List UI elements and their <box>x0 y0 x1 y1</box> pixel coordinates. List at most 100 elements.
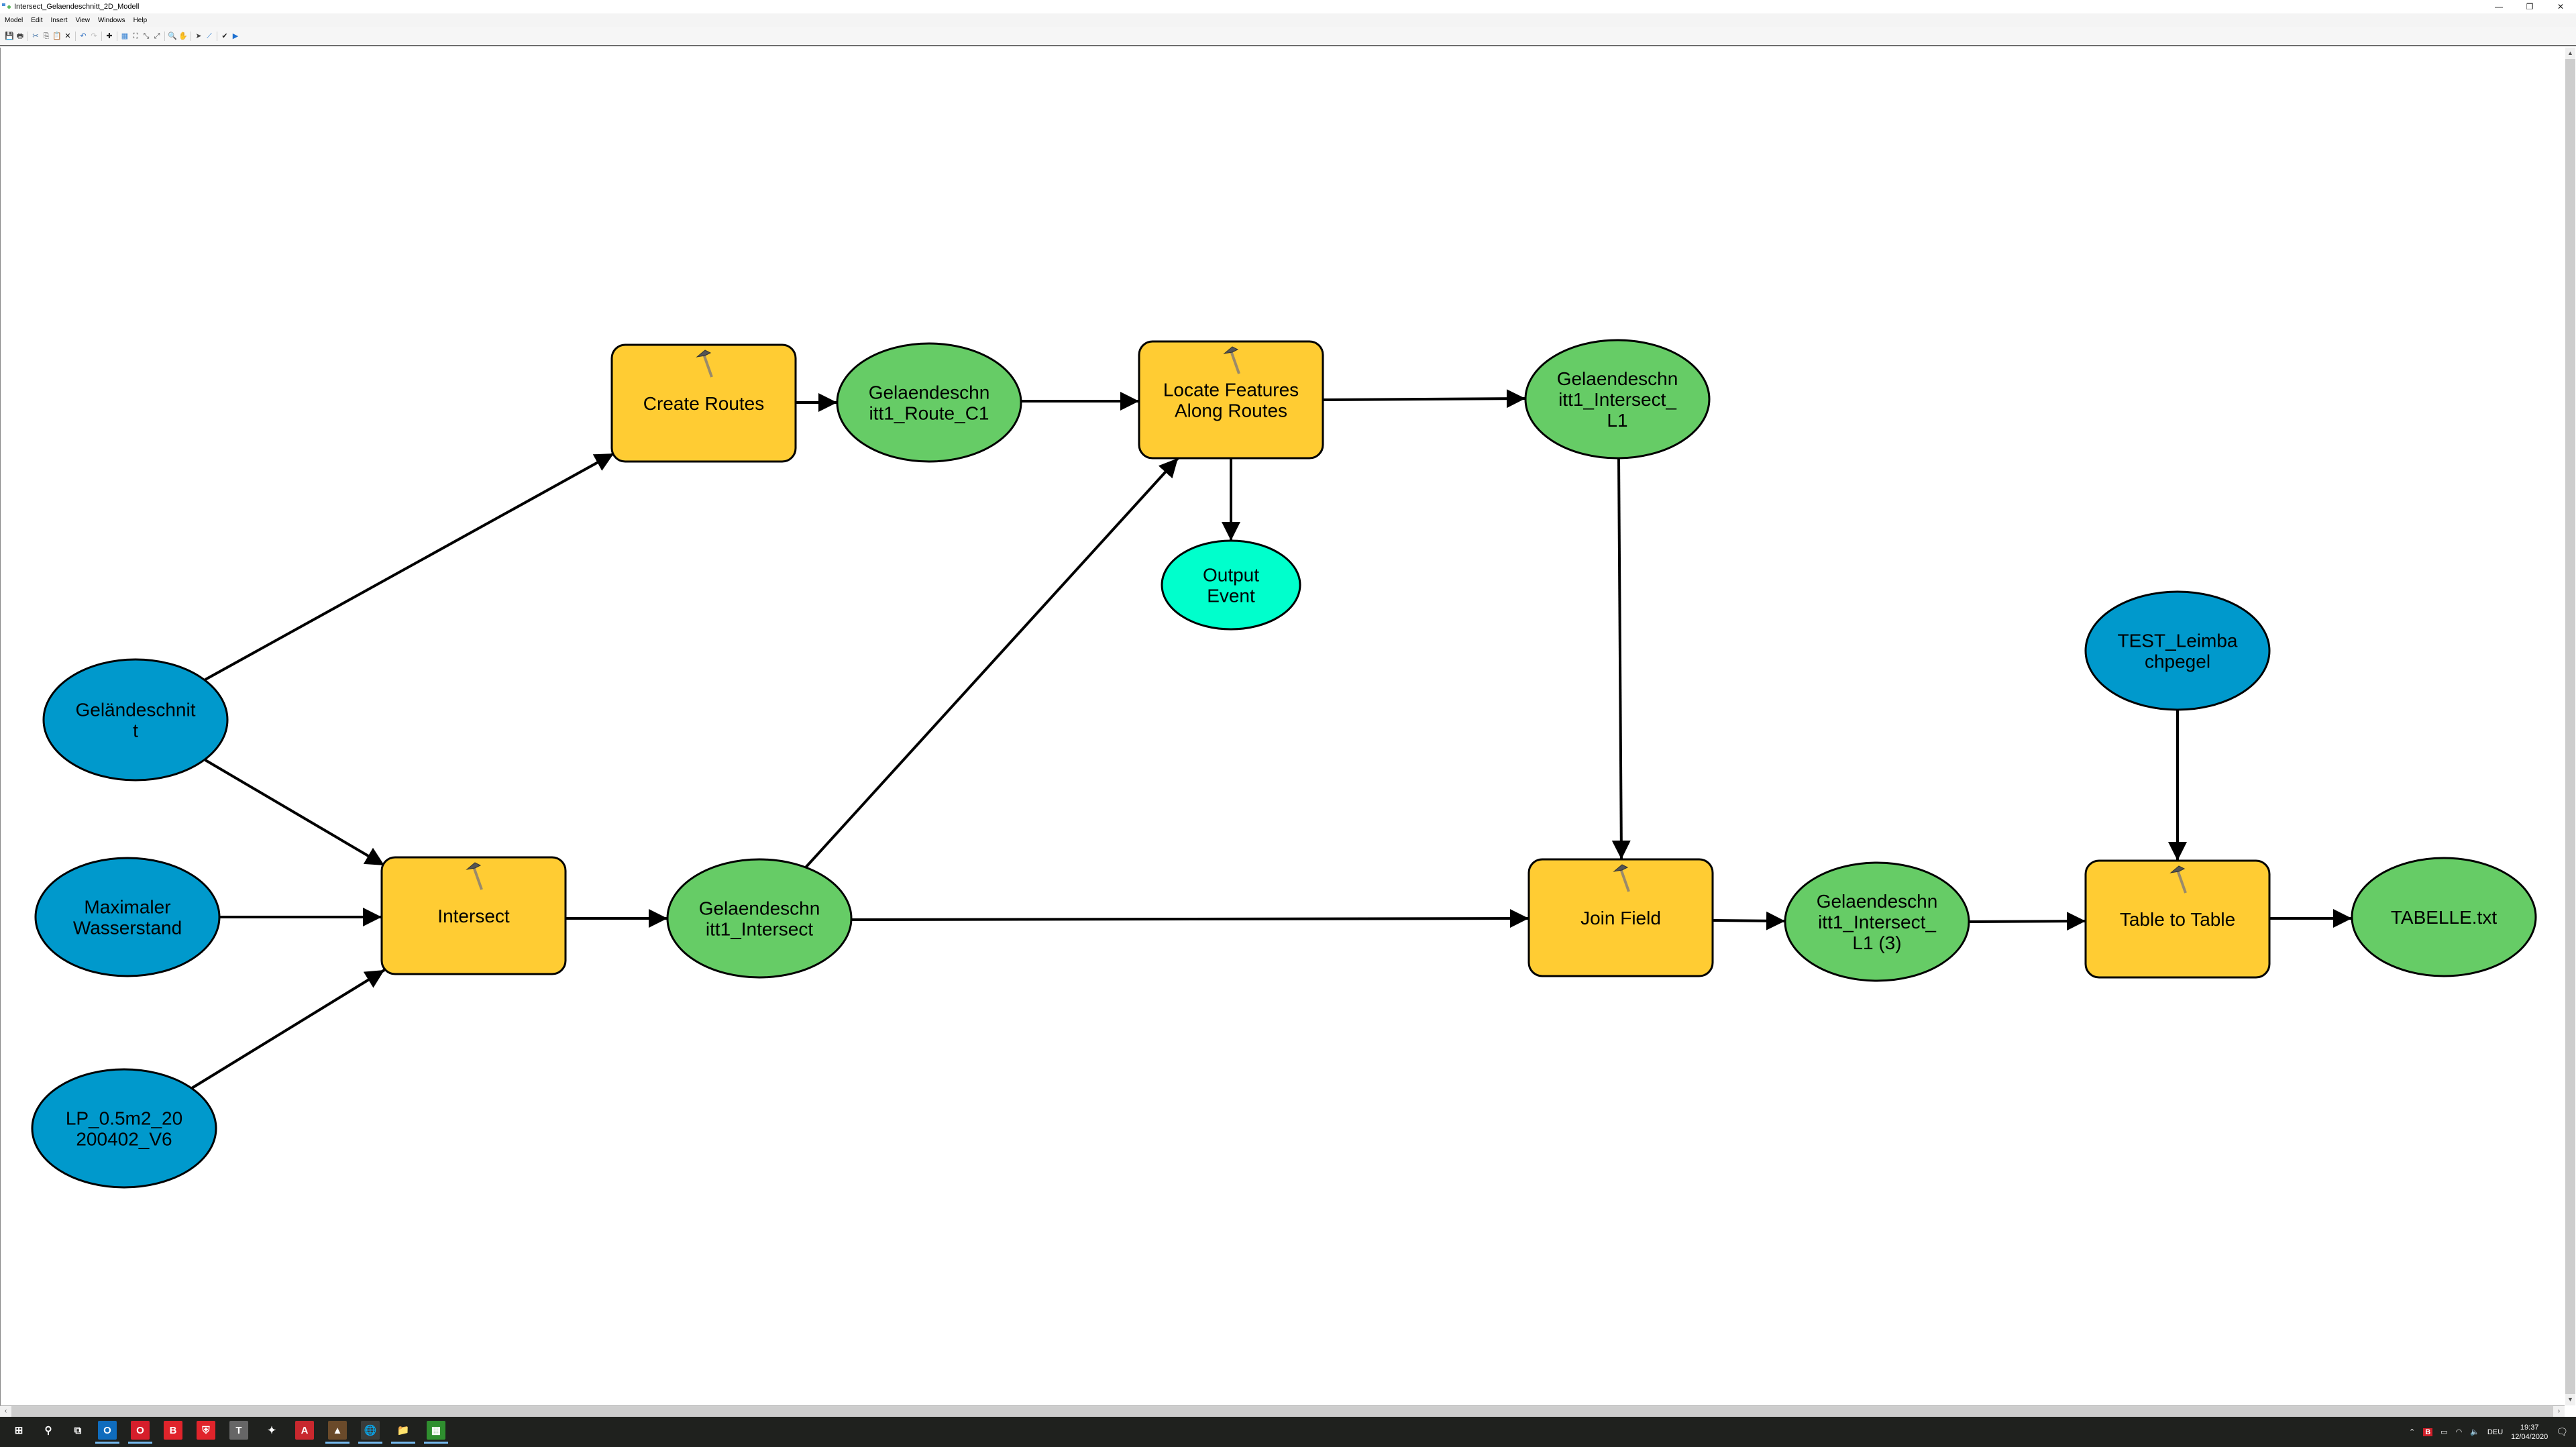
derived-ellipse[interactable] <box>2351 857 2537 977</box>
close-button[interactable]: ✕ <box>2557 2 2565 11</box>
vertical-scrollbar[interactable]: ▲ ▼ <box>2565 48 2575 1405</box>
node-intersect[interactable]: Intersect <box>380 856 567 975</box>
tool-box[interactable] <box>1527 858 1714 977</box>
notifications-icon[interactable]: 🗨 <box>2556 1426 2568 1437</box>
libreoffice-calc-icon[interactable]: ▦ <box>424 1421 448 1444</box>
node-label: L1 (3) <box>1852 932 1901 953</box>
node-table-to-table[interactable]: Table to Table <box>2084 859 2271 979</box>
wifi-icon[interactable]: ◠ <box>2455 1428 2463 1436</box>
delete-icon[interactable]: ✕ <box>64 32 71 40</box>
task-view-icon[interactable]: ⧉ <box>74 1424 82 1436</box>
opera-icon[interactable]: O <box>128 1421 152 1444</box>
tool-box[interactable] <box>380 856 567 975</box>
bitdefender-icon[interactable]: B <box>164 1421 182 1440</box>
battery-icon[interactable]: ▭ <box>2440 1428 2448 1436</box>
outlook-icon[interactable]: O <box>95 1421 119 1444</box>
clock[interactable]: 19:37 12/04/2020 <box>2511 1423 2548 1442</box>
zoom-icon[interactable]: 🔍 <box>168 32 177 40</box>
node-create-routes[interactable]: Create Routes <box>610 343 797 463</box>
tool-box[interactable] <box>610 343 797 463</box>
scroll-down-button[interactable]: ▼ <box>2565 1394 2575 1405</box>
menu-windows[interactable]: Windows <box>98 16 125 24</box>
menu-help[interactable]: Help <box>133 16 148 24</box>
scroll-up-button[interactable]: ▲ <box>2565 48 2575 59</box>
add-data-icon[interactable]: ✚ <box>106 32 113 40</box>
vpn-icon[interactable]: ⛨ <box>197 1421 215 1440</box>
arcgis-icon[interactable]: 🌐 <box>358 1421 382 1444</box>
auto-layout-icon[interactable]: ▦ <box>121 32 129 40</box>
connector-locate_features-to-intersect_l1[interactable] <box>1322 389 1526 409</box>
derived-ellipse[interactable] <box>836 342 1022 463</box>
select-icon[interactable]: ➤ <box>195 32 202 40</box>
scroll-left-button[interactable]: ‹ <box>0 1406 11 1417</box>
mendeley-icon[interactable]: ✦ <box>267 1425 276 1436</box>
node-label: chpegel <box>2145 651 2210 672</box>
menu-view[interactable]: View <box>75 16 91 24</box>
input-ellipse[interactable] <box>2084 590 2271 711</box>
connector-intersect_l1-to-join_field[interactable] <box>1611 458 1631 860</box>
cut-icon[interactable]: ✂ <box>32 32 39 40</box>
print-icon[interactable]: 🖶 <box>16 32 24 40</box>
full-extent-icon[interactable]: ⛶ <box>133 32 138 40</box>
bitdefender-tray-icon[interactable]: B <box>2423 1428 2433 1436</box>
scroll-right-button[interactable]: › <box>2553 1406 2565 1417</box>
redo-icon[interactable]: ↷ <box>91 32 97 40</box>
horizontal-scrollbar[interactable]: ‹ › <box>0 1405 2565 1417</box>
pan-icon[interactable]: ✋ <box>178 32 188 40</box>
output_event-ellipse[interactable] <box>1161 539 1301 631</box>
derived-ellipse[interactable] <box>1784 861 1970 982</box>
start-icon[interactable]: ⊞ <box>14 1425 23 1436</box>
connector-intersect_out-to-locate_features[interactable] <box>804 457 1179 869</box>
toolbar-separator <box>101 31 102 41</box>
file-explorer-icon[interactable]: 📁 <box>391 1421 415 1444</box>
maximize-button[interactable]: ❐ <box>2526 2 2534 11</box>
save-icon[interactable]: 💾 <box>5 32 14 40</box>
zoom-out-fixed-icon[interactable]: ⤢ <box>154 32 160 40</box>
show-hidden-icons-icon[interactable]: ⌃ <box>2409 1428 2416 1436</box>
connector-gelaendeschnitt-to-create_routes[interactable] <box>205 452 614 681</box>
minimize-button[interactable]: — <box>2495 2 2503 11</box>
connector-intersect_l1_3-to-table_to_table[interactable] <box>1968 912 2086 931</box>
connector-join_field-to-intersect_l1_3[interactable] <box>1712 911 1786 930</box>
input-ellipse[interactable] <box>42 658 229 782</box>
run-icon[interactable]: ▶ <box>232 32 239 40</box>
autocad-icon[interactable]: A <box>295 1421 314 1440</box>
node-join-field[interactable]: Join Field <box>1527 858 1714 977</box>
paste-icon[interactable]: 📋 <box>52 32 62 40</box>
tool-box[interactable] <box>1138 340 1324 460</box>
derived-ellipse[interactable] <box>1524 339 1711 460</box>
open-indicator <box>358 1442 382 1444</box>
search-icon[interactable]: ⚲ <box>44 1425 52 1436</box>
connector-lp-to-intersect[interactable] <box>191 969 386 1089</box>
node-tabelle[interactable]: TABELLE.txt <box>2351 857 2537 977</box>
menu-model[interactable]: Model <box>5 16 23 24</box>
connect-icon[interactable]: ⟋ <box>207 32 212 40</box>
derived-ellipse[interactable] <box>666 858 853 979</box>
connector-intersect_out-to-join_field[interactable] <box>851 909 1529 928</box>
copy-icon[interactable]: ⎘ <box>43 32 50 40</box>
texmaker-icon[interactable]: T <box>229 1421 248 1440</box>
validate-icon[interactable]: ✔ <box>221 32 228 40</box>
connector-gelaendeschnitt-to-intersect[interactable] <box>204 759 386 867</box>
menu-insert[interactable]: Insert <box>50 16 68 24</box>
input-ellipse[interactable] <box>34 857 221 977</box>
volume-icon[interactable]: 🔈 <box>2470 1428 2479 1436</box>
menu-edit[interactable]: Edit <box>31 16 43 24</box>
language-indicator[interactable]: DEU <box>2487 1428 2504 1436</box>
input-ellipse[interactable] <box>31 1068 217 1189</box>
tool-box[interactable] <box>2084 859 2271 979</box>
matlab-icon[interactable]: ▲ <box>325 1421 350 1444</box>
undo-icon[interactable]: ↶ <box>80 32 87 40</box>
zoom-in-fixed-icon[interactable]: ⤡ <box>143 32 150 40</box>
